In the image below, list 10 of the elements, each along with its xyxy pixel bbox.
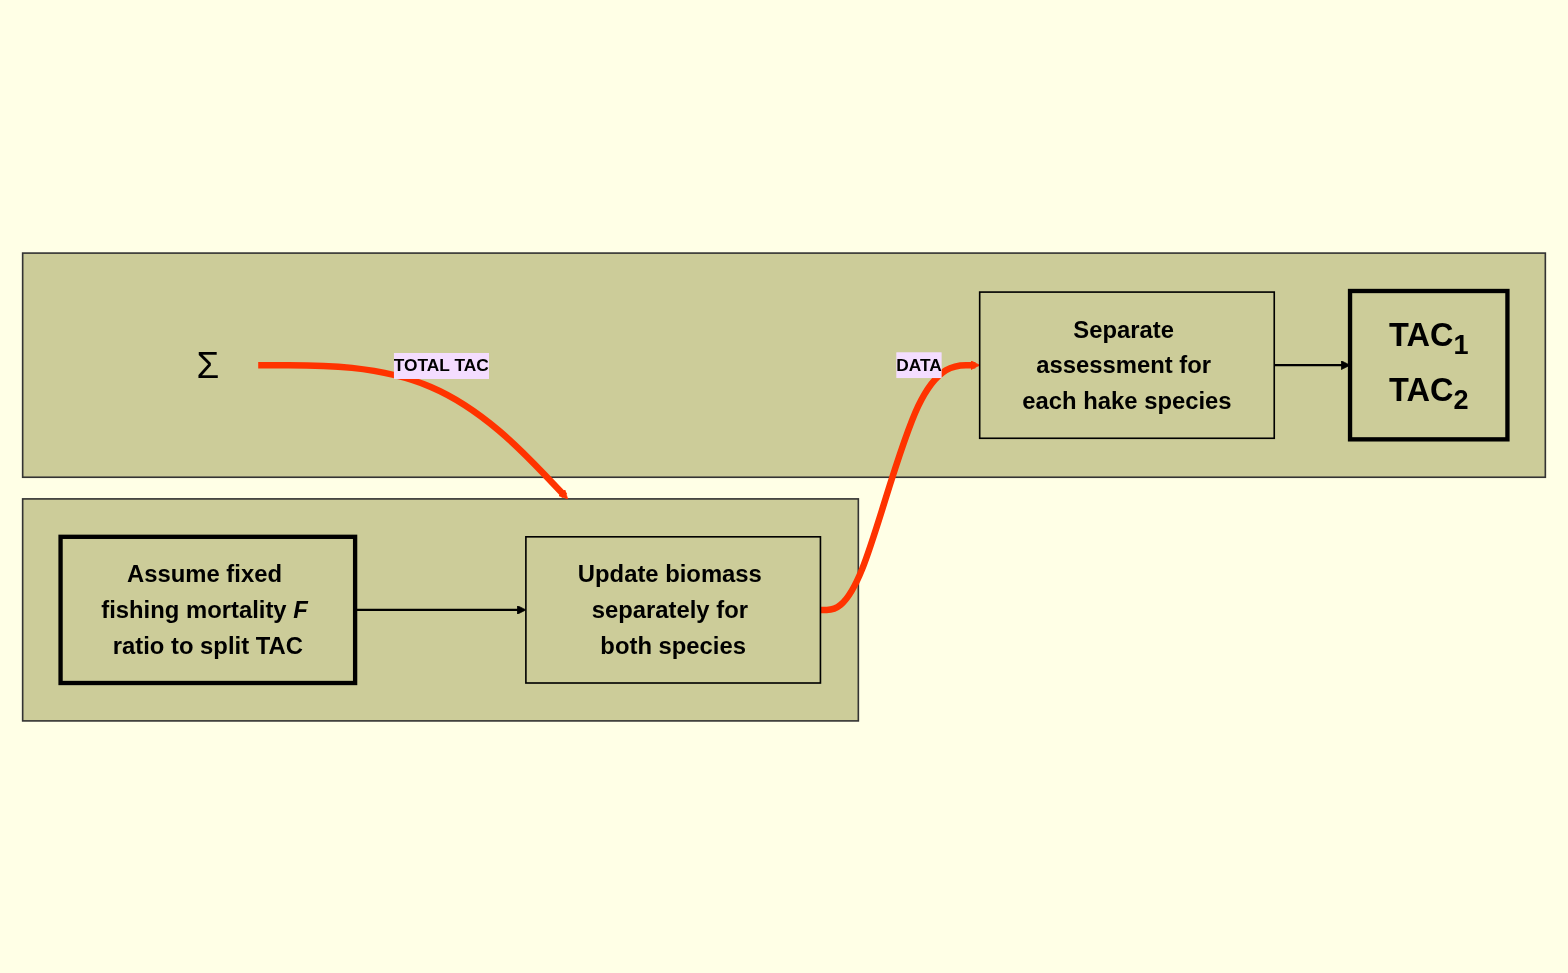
edge-label: DATA <box>896 354 942 374</box>
arrow <box>258 361 569 499</box>
cluster <box>21 497 860 722</box>
node-box: Assume fixed fishing mortality F ratio to split TAC <box>58 534 358 685</box>
node-box: Separate assessment for each hake species <box>978 290 1276 439</box>
node-text: Σ <box>196 343 220 385</box>
node-box: TAC$_{1}$ TAC$_{2}$ <box>1347 288 1510 441</box>
cluster <box>21 251 1547 478</box>
edge-label: TOTAL TAC <box>393 355 489 375</box>
node-box: Update biomass separately for both species <box>525 535 822 684</box>
